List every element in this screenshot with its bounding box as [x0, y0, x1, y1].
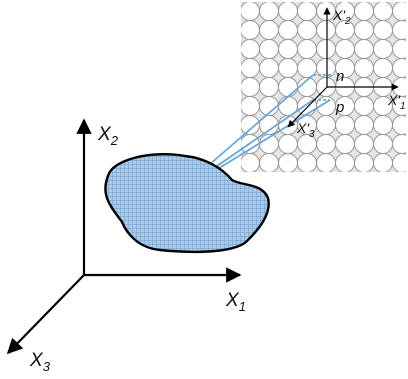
lattice-circle [297, 20, 317, 40]
lattice-circle [316, 20, 336, 40]
lattice-circle [278, 20, 298, 40]
lattice-circle [297, 2, 317, 21]
lattice-circle [335, 115, 355, 135]
label-n: n [336, 68, 344, 85]
lattice-circle [259, 20, 279, 40]
lattice-circle [392, 153, 406, 172]
lattice-circle [354, 96, 374, 116]
lattice-circle [241, 20, 260, 40]
lattice-circle [297, 153, 317, 172]
lattice-circle [316, 39, 336, 59]
lattice-circle [241, 77, 260, 97]
lattice-circle [297, 39, 317, 59]
lattice-circle [373, 39, 393, 59]
lattice-circle [392, 2, 406, 21]
lattice-circle [335, 39, 355, 59]
global-axis-x3 [6, 274, 85, 355]
lattice-circle [316, 134, 336, 154]
lattice-circle [373, 58, 393, 78]
lattice-circle [278, 39, 298, 59]
lattice-circle [241, 153, 260, 172]
lattice-circle [373, 20, 393, 40]
lattice-circle [241, 2, 260, 21]
lattice-circle [278, 134, 298, 154]
lattice-circle [259, 2, 279, 21]
global-axis-x3-label: X3 [29, 350, 51, 374]
lattice-circle [354, 2, 374, 21]
grain-region [104, 153, 270, 254]
lattice-circle [241, 58, 260, 78]
local-axis-x2p-label: X'2 [332, 7, 351, 27]
lattice-circle [354, 134, 374, 154]
lattice-circle [335, 134, 355, 154]
label-p: p [335, 99, 344, 116]
lattice-circle [316, 153, 336, 172]
lattice-circle [354, 39, 374, 59]
lattice-circle [241, 115, 260, 135]
lattice-circle [392, 58, 406, 78]
lattice-circle [278, 2, 298, 21]
lattice-circle [259, 39, 279, 59]
local-axis-x3p-label: X'3 [296, 120, 315, 140]
lattice-circle [335, 153, 355, 172]
lattice-circle [278, 58, 298, 78]
lattice-circle [392, 39, 406, 59]
global-axes [6, 118, 242, 355]
lattice-circle [373, 115, 393, 135]
lattice-circle [354, 115, 374, 135]
lattice-circle [316, 115, 336, 135]
lattice-circle [392, 115, 406, 135]
global-axis-x2-label: X2 [97, 124, 119, 148]
lattice-circle [373, 2, 393, 21]
lattice-circle [259, 77, 279, 97]
lattice-circle [259, 58, 279, 78]
lattice-circle [354, 20, 374, 40]
lattice-circle [278, 153, 298, 172]
lattice-circle [259, 153, 279, 172]
lattice-circle [241, 39, 260, 59]
local-axis-x3p [287, 86, 328, 128]
lattice-circle [354, 58, 374, 78]
local-axes [287, 7, 399, 128]
lattice-circle [373, 153, 393, 172]
lattice-circle [278, 77, 298, 97]
lattice-circle [392, 20, 406, 40]
lattice-circle [354, 153, 374, 172]
global-axis-x1-label: X1 [225, 290, 246, 314]
lattice-circle [373, 134, 393, 154]
lattice-circle [241, 96, 260, 116]
local-axis-x1p-label: X'1 [387, 92, 406, 112]
lattice-circle [392, 134, 406, 154]
